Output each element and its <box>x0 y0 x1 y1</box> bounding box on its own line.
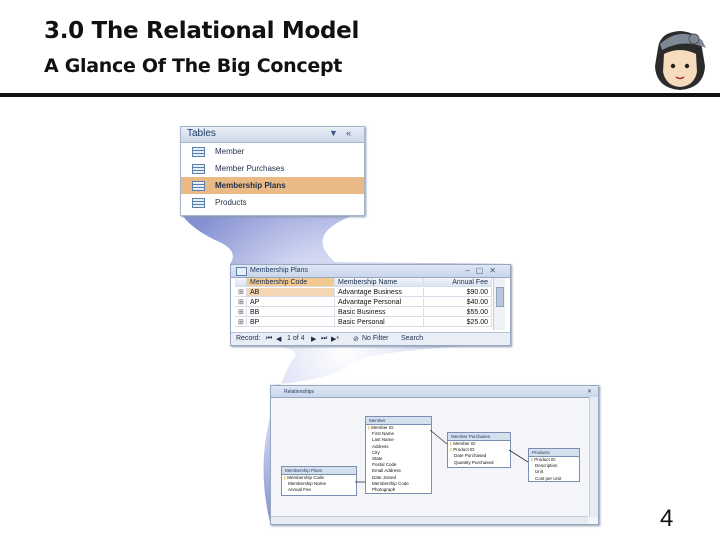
expand-icon[interactable]: ⊞ <box>235 318 247 327</box>
field: Member ID <box>366 425 431 431</box>
nav-item-label: Member <box>215 147 245 156</box>
table-icon <box>192 147 205 157</box>
table-cell[interactable]: Advantage Business <box>335 288 424 297</box>
last-record-icon[interactable]: ⏭ <box>321 335 328 342</box>
field: Product ID <box>529 457 579 463</box>
record-label: Record: <box>236 335 261 342</box>
field: Last Name <box>372 437 394 443</box>
scrollbar-thumb[interactable] <box>496 287 504 307</box>
table-row[interactable]: ⊞ BP Basic Personal $25.00 <box>231 318 720 328</box>
collapse-pane-icon[interactable]: « <box>346 128 352 138</box>
table-cell[interactable]: BB <box>247 308 335 317</box>
table-row[interactable]: ⊞ AP Advantage Personal $40.00 <box>231 298 720 308</box>
field: Member ID <box>448 441 510 447</box>
tables-navigation-pane: Tables ▼ « Member Member Purchases Membe… <box>180 126 365 216</box>
membership-plans-datasheet: Membership Plans –▢✕ Membership Code Mem… <box>230 264 511 346</box>
field: Quantity Purchased <box>454 459 494 465</box>
field: Unit <box>535 469 544 475</box>
table-cell[interactable]: $25.00 <box>424 318 492 327</box>
table-icon <box>192 181 205 191</box>
cartoon-avatar-icon <box>655 31 706 90</box>
title-underline <box>0 93 720 97</box>
nav-item-member-purchases[interactable]: Member Purchases <box>181 160 364 177</box>
close-icon[interactable]: ✕ <box>586 389 592 395</box>
column-header-membership-code[interactable]: Membership Code <box>247 278 335 287</box>
table-cell[interactable]: BP <box>247 318 335 327</box>
field: Product ID <box>448 447 510 453</box>
field: Membership Name <box>288 481 327 487</box>
nav-pane-title: Tables <box>187 128 216 139</box>
select-all-cell[interactable] <box>235 278 247 287</box>
field: Cost per Unit <box>535 475 562 481</box>
nav-item-member[interactable]: Member <box>181 143 364 160</box>
nav-item-label: Membership Plans <box>215 181 286 190</box>
table-cell[interactable]: $40.00 <box>424 298 492 307</box>
expand-icon[interactable]: ⊞ <box>235 298 247 307</box>
field: Description <box>535 463 558 469</box>
field: City <box>372 449 380 455</box>
vertical-scrollbar[interactable] <box>589 397 598 517</box>
nav-item-label: Products <box>215 198 247 207</box>
new-record-icon[interactable]: ▶* <box>331 336 340 343</box>
filter-status[interactable]: No Filter <box>362 335 389 342</box>
page-title: 3.0 The Relational Model <box>44 18 360 44</box>
relationships-title: Relationships <box>284 389 315 395</box>
table-cell[interactable]: Advantage Personal <box>335 298 424 307</box>
column-header-membership-name[interactable]: Membership Name <box>335 278 424 287</box>
field: State <box>372 456 383 462</box>
page-subtitle: A Glance Of The Big Concept <box>44 55 343 77</box>
table-cell[interactable]: AP <box>247 298 335 307</box>
field: First Name <box>372 431 395 437</box>
table-icon <box>192 164 205 174</box>
search-input[interactable]: Search <box>401 335 424 342</box>
expand-icon[interactable]: ⊞ <box>235 288 247 297</box>
nav-pane-header[interactable]: Tables ▼ « <box>181 127 364 143</box>
table-icon <box>192 198 205 208</box>
table-box-member[interactable]: Member Member ID First Name Last Name Ad… <box>365 416 432 494</box>
relationships-window: Relationships ✕ Member Member ID First N… <box>270 385 599 525</box>
field: Postal Code <box>372 462 397 468</box>
previous-record-icon[interactable]: ◀ <box>276 336 282 343</box>
vertical-scrollbar[interactable] <box>493 278 505 330</box>
relationships-title-bar[interactable]: Relationships ✕ <box>271 386 598 398</box>
field: Date Joined <box>372 474 397 480</box>
relationship-lines <box>355 429 529 483</box>
field: Annual Fee <box>288 487 312 493</box>
filter-icon: ⊘ <box>353 336 359 343</box>
next-record-icon[interactable]: ▶ <box>311 336 317 343</box>
header-row: Membership Code Membership Name Annual F… <box>231 278 720 288</box>
window-controls-icon[interactable]: –▢✕ <box>465 266 502 275</box>
field: Email Address <box>372 468 401 474</box>
table-icon <box>236 267 247 276</box>
table-cell[interactable]: Basic Business <box>335 308 424 317</box>
table-box-membership-plans[interactable]: Membership Plans Membership Code Members… <box>281 466 357 496</box>
field: Membership Code <box>372 480 409 486</box>
table-box-products[interactable]: Products Product ID Description Unit Cos… <box>528 448 580 482</box>
table-cell[interactable]: $90.00 <box>424 288 492 297</box>
page-number: 4 <box>660 505 674 532</box>
field: Address <box>372 443 389 449</box>
nav-item-membership-plans[interactable]: Membership Plans <box>181 177 364 194</box>
table-cell[interactable]: Basic Personal <box>335 318 424 327</box>
table-cell[interactable]: AB <box>247 288 335 297</box>
datasheet-title: Membership Plans <box>250 267 308 274</box>
table-row[interactable]: ⊞ AB Advantage Business $90.00 <box>231 288 720 298</box>
horizontal-scrollbar[interactable] <box>271 516 588 524</box>
datasheet-title-bar[interactable]: Membership Plans –▢✕ <box>231 265 510 278</box>
table-cell[interactable]: $55.00 <box>424 308 492 317</box>
first-record-icon[interactable]: ⏮ <box>266 335 273 342</box>
field: Membership Code <box>282 475 356 481</box>
chevron-down-icon[interactable]: ▼ <box>329 128 338 138</box>
table-row[interactable]: ⊞ BB Basic Business $55.00 <box>231 308 720 318</box>
nav-item-label: Member Purchases <box>215 164 285 173</box>
column-header-annual-fee[interactable]: Annual Fee <box>424 278 492 287</box>
field: Date Purchased <box>454 453 487 459</box>
table-box-member-purchases[interactable]: Member Purchases Member ID Product ID Da… <box>447 432 511 468</box>
field: Photograph <box>372 487 396 493</box>
expand-icon[interactable]: ⊞ <box>235 308 247 317</box>
record-position[interactable]: 1 of 4 <box>287 335 305 342</box>
record-navigation-bar: Record: ⏮ ◀ 1 of 4 ▶ ⏭ ▶* ⊘ No Filter Se… <box>231 332 510 345</box>
nav-item-products[interactable]: Products <box>181 194 364 211</box>
